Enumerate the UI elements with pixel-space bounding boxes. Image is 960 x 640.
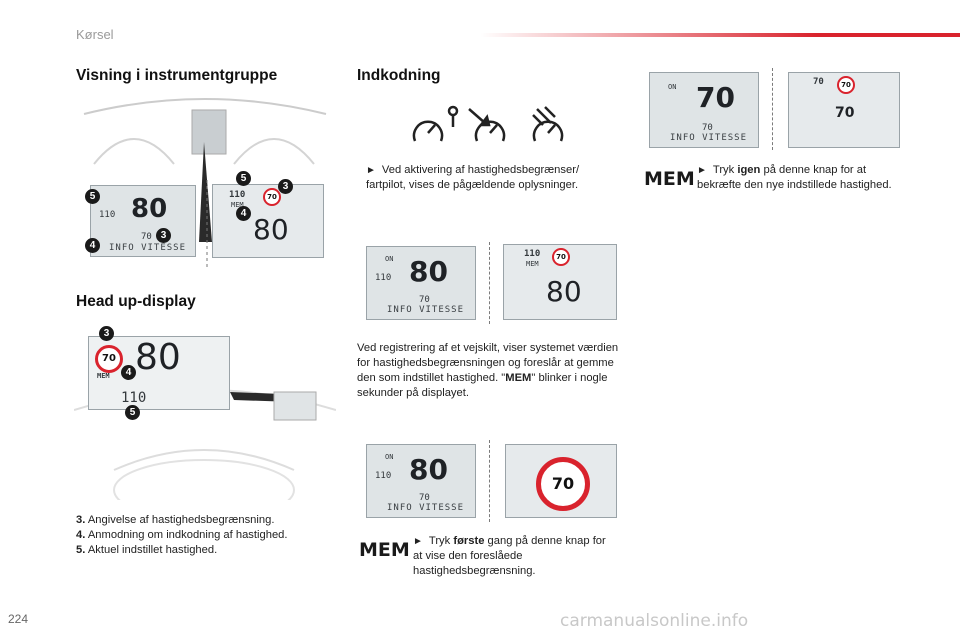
encoding-heading: Indkodning — [357, 67, 441, 84]
cluster-hud-mem: MEM — [231, 201, 244, 209]
lcd-b-setval: 70 — [419, 493, 430, 503]
cluster-hud-display: 110 MEM 70 80 — [212, 184, 324, 258]
callout-4: 4 — [121, 365, 136, 380]
cluster-lcd-display: 80 110 70 INFO VITESSE — [90, 185, 196, 257]
callout-5: 5 — [85, 189, 100, 204]
hud-a-mem: MEM — [526, 260, 539, 268]
speedometer-icons — [412, 105, 564, 142]
watermark: carmanualsonline.info — [560, 611, 749, 631]
mem-key-label: MEM — [644, 168, 695, 190]
step2-paragraph: Ved registrering af et vejskilt, viser s… — [357, 341, 627, 401]
step4-bold: igen — [737, 164, 761, 176]
step2-bold: MEM — [505, 372, 532, 384]
cluster-set-value: 70 — [141, 232, 152, 242]
lcd-c-setval: 70 — [702, 123, 713, 133]
cluster-small-value: 110 — [99, 210, 116, 220]
lcd-c-info: INFO VITESSE — [670, 133, 748, 143]
legend-list: 3. Angivelse af hastighedsbegrænsning. 4… — [76, 513, 336, 558]
callout-3: 3 — [278, 179, 293, 194]
hud-a-speed: 80 — [546, 275, 582, 308]
lcd-b-small: 110 — [375, 471, 392, 481]
step3-bold: første — [453, 535, 485, 547]
callout-4: 4 — [85, 238, 100, 253]
legend-item: 3. Angivelse af hastighedsbegrænsning. — [76, 513, 336, 528]
step2-text-end: " blinker i nogle sekunder på displayet. — [357, 372, 608, 399]
header-accent-bar — [480, 33, 960, 37]
arrow-right-icon: ► — [366, 165, 376, 176]
mem-key-label: MEM — [359, 539, 410, 561]
lcd-a-on: ON — [385, 255, 394, 263]
lcd-c-on: ON — [668, 83, 677, 91]
lcd-display-c: ON 70 70 INFO VITESSE — [649, 72, 759, 148]
callout-4: 4 — [236, 206, 251, 221]
lcd-a-info: INFO VITESSE — [387, 305, 465, 315]
lcd-b-speed: 80 — [409, 453, 448, 486]
legend-number: 3. — [76, 514, 86, 526]
step3-paragraph: ► Tryk første gang på denne knap for at v… — [413, 534, 608, 579]
hud-sign: 70 — [95, 345, 123, 373]
hud-c-limit: 70 — [813, 77, 824, 87]
legend-number: 4. — [76, 529, 86, 541]
step1-paragraph: ►Ved aktivering af hastighedsbegrænser/ … — [366, 163, 621, 193]
step3-text-end: gang på denne knap for at vise den fores… — [413, 535, 606, 577]
cluster-hud-limit: 110 — [229, 190, 246, 200]
lcd-a-small: 110 — [375, 273, 392, 283]
page-number: 224 — [8, 612, 29, 626]
sign-display-b: 70 — [505, 444, 617, 518]
cluster-speed: 80 — [131, 194, 168, 224]
hud-a-limit: 110 — [524, 249, 541, 259]
step4-paragraph: ► Tryk igen på denne knap for at bekræfte… — [697, 163, 897, 193]
cluster-hud-speed: 80 — [253, 213, 289, 246]
step4-text: Tryk — [712, 164, 738, 176]
legend-text: Angivelse af hastighedsbegrænsning. — [87, 514, 275, 526]
callout-5: 5 — [236, 171, 251, 186]
lcd-a-setval: 70 — [419, 295, 430, 305]
hud-speed: 80 — [135, 337, 181, 378]
hud-display-a: 110 MEM 70 80 — [503, 244, 617, 320]
speed-limit-sign: 70 — [536, 457, 590, 511]
lcd-c-speed: 70 — [696, 81, 735, 114]
cluster-heading: Visning i instrumentgruppe — [76, 67, 278, 84]
separator — [772, 68, 773, 150]
step1-text: Ved aktivering af hastighedsbegrænser/ f… — [366, 164, 580, 191]
legend-text: Aktuel indstillet hastighed. — [87, 544, 218, 556]
instrument-cluster-illustration — [83, 98, 327, 269]
step2-text: Ved registrering af et vejskilt, viser s… — [357, 342, 619, 384]
section-title: Kørsel — [76, 27, 114, 42]
cluster-hud-sign: 70 — [263, 188, 281, 206]
callout-3: 3 — [99, 326, 114, 341]
hud-heading: Head up-display — [76, 293, 196, 310]
callout-3: 3 — [156, 228, 171, 243]
step4-text-end: på denne knap for at bekræfte den nye in… — [697, 164, 892, 191]
arrow-right-icon: ► — [413, 536, 423, 547]
hud-set-value: 110 — [121, 390, 147, 406]
hud-mem: MEM — [97, 372, 110, 380]
hud-c-speed: 70 — [835, 105, 855, 121]
hud-display-c: 70 70 70 — [788, 72, 900, 148]
hud-display: 70 MEM 80 110 — [88, 336, 230, 410]
hud-a-sign: 70 — [552, 248, 570, 266]
cluster-info-text: INFO VITESSE — [109, 243, 187, 253]
callout-5: 5 — [125, 405, 140, 420]
legend-text: Anmodning om indkodning af hastighed. — [87, 529, 288, 541]
lcd-a-speed: 80 — [409, 255, 448, 288]
separator — [489, 242, 490, 324]
separator — [489, 440, 490, 522]
legend-item: 4. Anmodning om indkodning af hastighed. — [76, 528, 336, 543]
lcd-b-on: ON — [385, 453, 394, 461]
legend-number: 5. — [76, 544, 86, 556]
arrow-right-icon: ► — [697, 165, 707, 176]
hud-c-sign: 70 — [837, 76, 855, 94]
legend-item: 5. Aktuel indstillet hastighed. — [76, 543, 336, 558]
lcd-b-info: INFO VITESSE — [387, 503, 465, 513]
lcd-display-b: ON 110 80 70 INFO VITESSE — [366, 444, 476, 518]
step3-text: Tryk — [428, 535, 454, 547]
lcd-display-a: ON 110 80 70 INFO VITESSE — [366, 246, 476, 320]
